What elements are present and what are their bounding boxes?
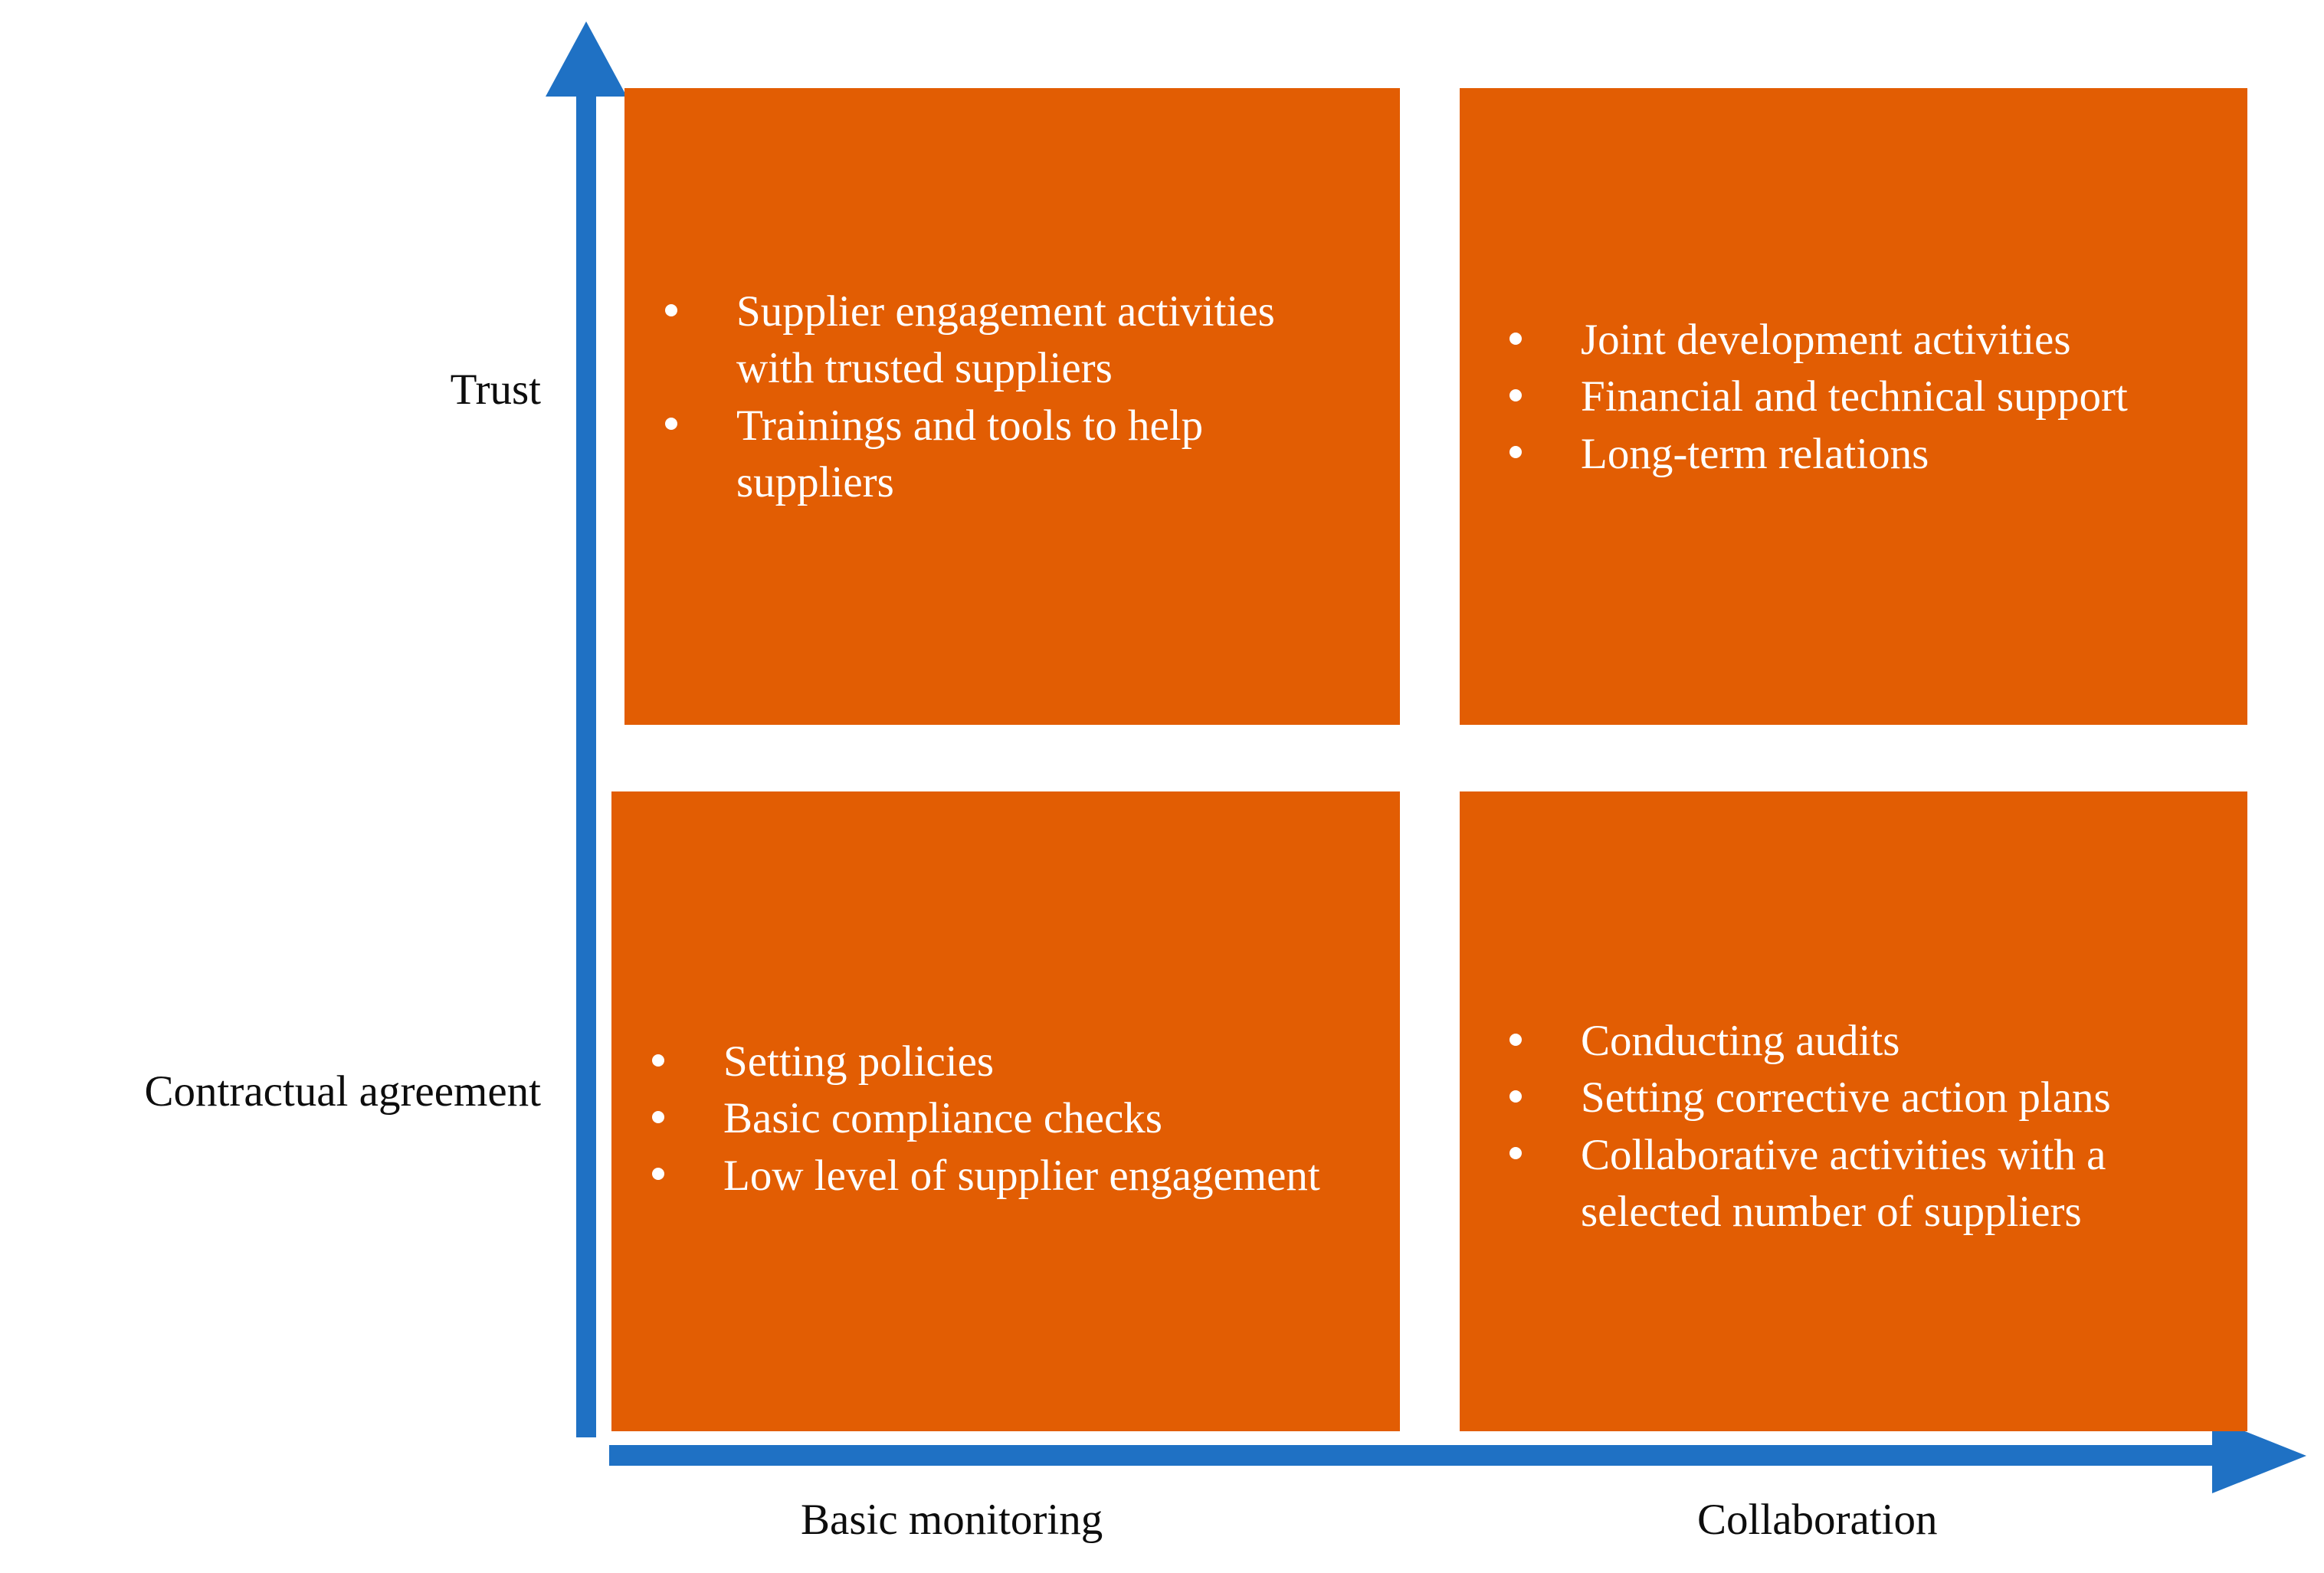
- list-item: Trainings and tools to help suppliers: [652, 398, 1354, 511]
- y-axis-line: [576, 93, 596, 1437]
- list-item-label: Basic compliance checks: [723, 1094, 1162, 1143]
- quadrant-top-left-list: Supplier engagement activities with trus…: [624, 283, 1400, 510]
- arrow-up-icon: [546, 21, 627, 97]
- list-item: Setting corrective action plans: [1496, 1070, 2217, 1126]
- y-axis-label-high: Trust: [450, 365, 541, 414]
- bullet-point-icon: [1509, 388, 1522, 401]
- y-axis-label-low: Contractual agreement: [144, 1067, 541, 1116]
- quadrant-bottom-left-list: Setting policies Basic compliance checks…: [611, 1034, 1400, 1204]
- bullet-point-icon: [652, 1110, 664, 1123]
- bullet-point-icon: [1509, 332, 1522, 345]
- list-item-label: Setting policies: [723, 1037, 995, 1086]
- x-axis-label-low: Basic monitoring: [801, 1496, 1103, 1544]
- list-item-label: Collaborative activities with a selected…: [1581, 1130, 2106, 1236]
- x-axis-line: [609, 1445, 2222, 1466]
- list-item: Long-term relations: [1496, 426, 2217, 483]
- quadrant-top-right: Joint development activities Financial a…: [1460, 88, 2247, 725]
- quadrant-bottom-right: Conducting audits Setting corrective act…: [1460, 791, 2247, 1431]
- bullet-point-icon: [1509, 1090, 1522, 1103]
- list-item-label: Setting corrective action plans: [1581, 1073, 2111, 1122]
- list-item: Collaborative activities with a selected…: [1496, 1127, 2217, 1240]
- bullet-point-icon: [1509, 1146, 1522, 1159]
- list-item: Low level of supplier engagement: [639, 1148, 1354, 1204]
- quadrant-bottom-left: Setting policies Basic compliance checks…: [611, 791, 1400, 1431]
- bullet-point-icon: [652, 1167, 664, 1180]
- list-item: Supplier engagement activities with trus…: [652, 283, 1354, 397]
- list-item: Joint development activities: [1496, 312, 2217, 369]
- list-item-label: Trainings and tools to help suppliers: [736, 401, 1204, 506]
- list-item: Basic compliance checks: [639, 1090, 1354, 1147]
- bullet-point-icon: [1509, 445, 1522, 458]
- list-item: Setting policies: [639, 1034, 1354, 1090]
- quadrant-top-right-list: Joint development activities Financial a…: [1460, 312, 2247, 482]
- bullet-point-icon: [652, 1054, 664, 1067]
- list-item-label: Financial and technical support: [1581, 372, 2128, 421]
- list-item-label: Conducting audits: [1581, 1017, 1900, 1066]
- list-item-label: Low level of supplier engagement: [723, 1151, 1320, 1200]
- list-item: Conducting audits: [1496, 1013, 2217, 1070]
- list-item-label: Joint development activities: [1581, 316, 2071, 365]
- list-item: Financial and technical support: [1496, 369, 2217, 425]
- bullet-point-icon: [665, 417, 677, 430]
- list-item-label: Supplier engagement activities with trus…: [736, 287, 1275, 393]
- list-item-label: Long-term relations: [1581, 429, 1929, 478]
- quadrant-top-left: Supplier engagement activities with trus…: [624, 88, 1400, 725]
- bullet-point-icon: [665, 303, 677, 316]
- bullet-point-icon: [1509, 1033, 1522, 1046]
- quadrant-bottom-right-list: Conducting audits Setting corrective act…: [1460, 1013, 2247, 1240]
- x-axis-label-high: Collaboration: [1697, 1496, 1938, 1544]
